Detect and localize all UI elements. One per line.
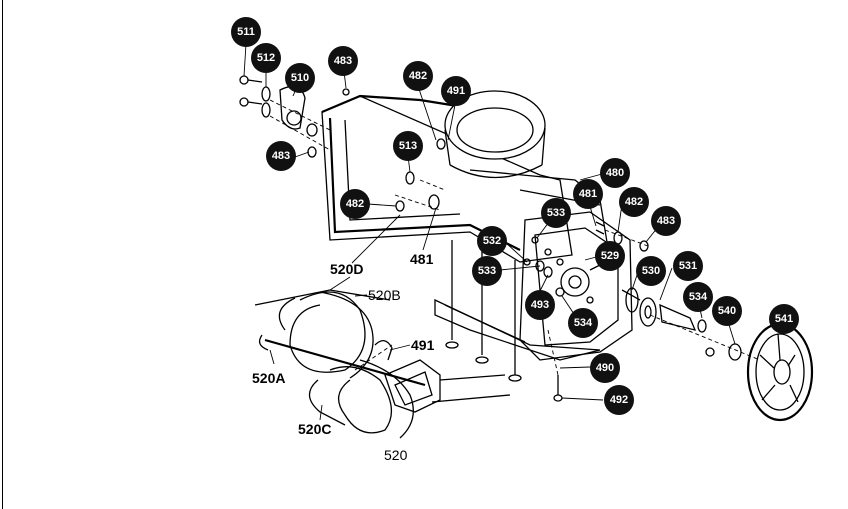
callout-481-right: 481 <box>573 179 603 209</box>
callout-label: 540 <box>718 305 736 317</box>
plain-labels: 520D 520B 481 520A 491 520C 520 <box>252 251 435 463</box>
callout-511: 511 <box>231 17 261 47</box>
callout-512: 512 <box>251 43 281 73</box>
callout-label: 483 <box>657 215 675 227</box>
callout-label: 480 <box>606 167 624 179</box>
callout-482-left: 482 <box>340 189 370 219</box>
callout-label: 513 <box>399 140 417 152</box>
callout-label: 482 <box>346 198 364 210</box>
label-481: 481 <box>410 251 434 267</box>
callout-530: 530 <box>636 256 666 286</box>
left-border-line <box>2 0 3 509</box>
callout-480: 480 <box>600 158 630 188</box>
label-491: 491 <box>411 337 435 353</box>
callout-482-top: 482 <box>403 61 433 91</box>
callout-label: 483 <box>272 150 290 162</box>
callout-493: 493 <box>525 290 555 320</box>
callout-label: 481 <box>579 188 597 200</box>
callout-label: 482 <box>625 196 643 208</box>
callout-label: 482 <box>409 70 427 82</box>
callout-531: 531 <box>673 251 703 281</box>
label-520A: 520A <box>252 370 285 386</box>
callout-492: 492 <box>604 385 634 415</box>
callout-483-left: 483 <box>266 141 296 171</box>
callout-534-bottom: 534 <box>568 308 598 338</box>
callout-label: 531 <box>679 260 697 272</box>
callout-badges: 511 512 510 483 482 491 513 483 480 481 … <box>231 17 799 415</box>
callout-532: 532 <box>477 226 507 256</box>
callout-490: 490 <box>590 353 620 383</box>
callout-510: 510 <box>285 63 315 93</box>
label-520: 520 <box>384 447 408 463</box>
drive-hardware <box>595 221 814 422</box>
callout-label: 534 <box>574 317 593 329</box>
callout-label: 533 <box>478 265 496 277</box>
callout-label: 530 <box>642 265 660 277</box>
callout-label: 541 <box>775 313 793 325</box>
label-520C: 520C <box>298 421 331 437</box>
callout-482-right: 482 <box>619 187 649 217</box>
callout-533-top: 533 <box>541 198 571 228</box>
callout-label: 532 <box>483 235 501 247</box>
callout-483-right: 483 <box>651 206 681 236</box>
bolt-492 <box>547 329 563 402</box>
callout-label: 492 <box>610 394 628 406</box>
callout-label: 490 <box>596 362 614 374</box>
callout-label: 534 <box>689 291 708 303</box>
fasteners <box>342 88 565 297</box>
auger-assembly <box>254 289 511 439</box>
label-520D: 520D <box>330 261 363 277</box>
callout-483-top: 483 <box>328 46 358 76</box>
callout-label: 533 <box>547 207 565 219</box>
callout-540: 540 <box>712 296 742 326</box>
callout-534-right: 534 <box>683 282 713 312</box>
callout-label: 491 <box>447 85 465 97</box>
callout-533-bottom: 533 <box>472 256 502 286</box>
label-520B: 520B <box>368 287 401 303</box>
callout-label: 529 <box>601 250 619 262</box>
callout-label: 512 <box>257 52 275 64</box>
callout-label: 493 <box>531 299 549 311</box>
callout-541: 541 <box>769 304 799 334</box>
callout-491-top: 491 <box>441 76 471 106</box>
callout-513: 513 <box>393 131 423 161</box>
callout-label: 511 <box>237 26 255 38</box>
callout-label: 483 <box>334 55 352 67</box>
callout-529: 529 <box>595 241 625 271</box>
callout-label: 510 <box>291 72 309 84</box>
